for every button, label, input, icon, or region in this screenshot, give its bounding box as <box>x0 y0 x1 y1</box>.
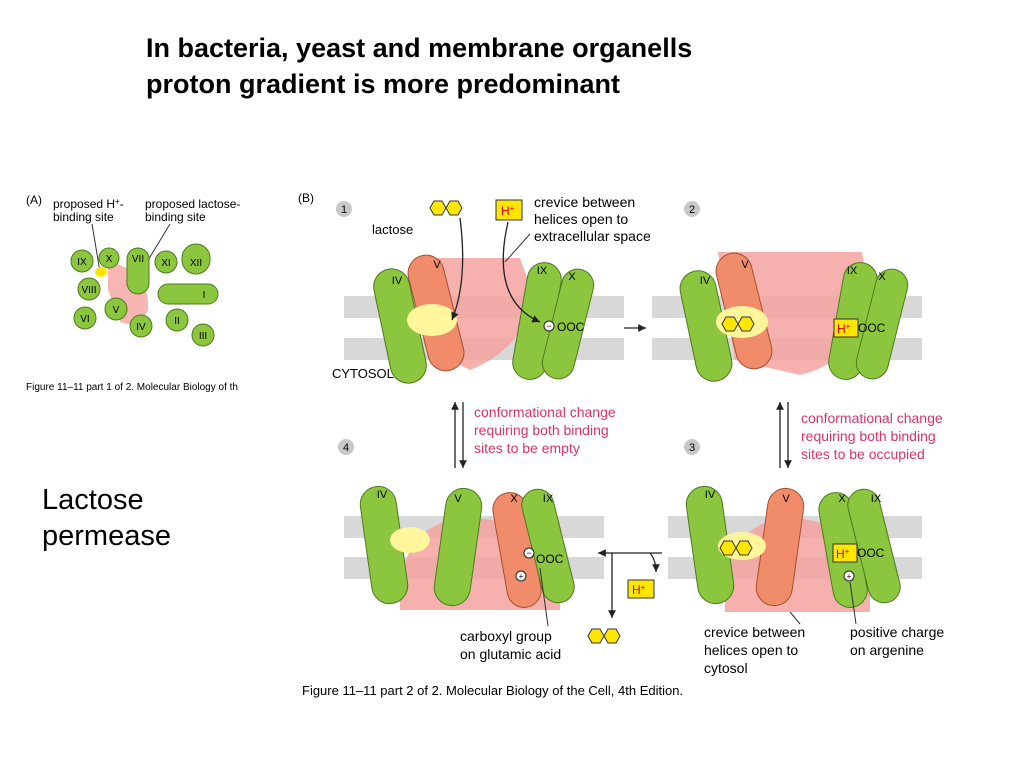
state-2: IV V IX X H+ OOC <box>679 252 909 382</box>
conf-occupied-3: sites to be occupied <box>801 446 925 462</box>
helix-iii: III <box>199 331 207 342</box>
helix-xii: XII <box>190 258 202 269</box>
proton-site-label-2: binding site <box>53 210 114 224</box>
panel-a: (A) proposed H+- binding site proposed l… <box>26 193 240 393</box>
state-4: IV V X IX − OOC + carboxyl group on glut… <box>359 485 621 662</box>
helix-x: X <box>106 254 113 265</box>
helix-vii: VII <box>132 254 144 265</box>
panel-b: (B) IV V IX X − OOC <box>298 191 944 698</box>
s4-helix-v: V <box>454 493 462 505</box>
s1-proton: H+ <box>501 204 515 219</box>
slide-title: In bacteria, yeast and membrane organell… <box>146 30 906 102</box>
s2-proton: H+ <box>837 322 851 337</box>
panel-b-caption: Figure 11–11 part 2 of 2. Molecular Biol… <box>302 683 683 698</box>
cytosol-label: CYTOSOL <box>332 366 394 381</box>
lactose-label: lactose <box>372 222 413 237</box>
lactose-site-label-2: binding site <box>145 210 206 224</box>
step-3-badge: 3 <box>689 442 695 454</box>
s1-minus: − <box>546 321 551 331</box>
side-label-line-1: Lactose <box>42 484 144 516</box>
s1-helix-ix: IX <box>537 265 548 277</box>
helix-i: I <box>203 290 206 301</box>
helix-ii: II <box>174 316 180 327</box>
s2-helix-ix: IX <box>847 265 858 277</box>
conf-occupied-1: conformational change <box>801 410 943 426</box>
state-3: IV V X IX H+ OOC + crevice between helic… <box>685 485 944 676</box>
lactose-site-label-1: proposed lactose- <box>145 197 240 211</box>
s1-carboxyl: OOC <box>557 320 585 334</box>
s4-minus: − <box>526 548 531 558</box>
conf-empty-2: requiring both binding <box>474 422 609 438</box>
positive-note-2: on argenine <box>850 642 924 658</box>
conformational-empty-note: conformational change requiring both bin… <box>474 404 616 456</box>
helix-cross-sections: IX X VII XI XII VIII I V VI IV II III <box>70 243 219 347</box>
crevice-cyto-3: cytosol <box>704 660 748 676</box>
s3-helix-iv: IV <box>705 489 716 501</box>
crevice-extra-3: extracellular space <box>534 228 651 244</box>
helix-viii: VIII <box>81 285 96 296</box>
s4-helix-ix: IX <box>543 493 554 505</box>
s1-helix-v: V <box>433 259 441 271</box>
conf-empty-1: conformational change <box>474 404 616 420</box>
s3-proton: H+ <box>836 547 850 562</box>
s2-helix-x: X <box>878 271 886 283</box>
s3-helix-v: V <box>782 493 790 505</box>
released-proton: H+ <box>632 583 646 598</box>
s2-helix-v: V <box>741 259 749 271</box>
step-1-badge: 1 <box>341 204 347 216</box>
helix-vi: VI <box>80 314 89 325</box>
step-2-badge: 2 <box>689 204 695 216</box>
s4-carboxyl: OOC <box>536 552 564 566</box>
state-1: IV V IX X − OOC lactose H+ crevice betwe… <box>332 194 651 384</box>
panel-b-label: (B) <box>298 191 314 205</box>
positive-note-1: positive charge <box>850 624 944 640</box>
helix-iv: IV <box>136 322 146 333</box>
s4-helix-iv: IV <box>377 489 388 501</box>
side-label: Lactose permease <box>42 482 171 554</box>
helix-v: V <box>113 305 120 316</box>
s4-plus: + <box>519 572 524 581</box>
conf-empty-3: sites to be empty <box>474 440 580 456</box>
title-line-2: proton gradient is more predominant <box>146 69 621 99</box>
helix-ix: IX <box>77 257 87 268</box>
s2-helix-iv: IV <box>700 275 711 287</box>
s1-helix-iv: IV <box>392 275 403 287</box>
carboxyl-note-2: on glutamic acid <box>460 646 561 662</box>
crevice-extra-2: helices open to <box>534 211 628 227</box>
side-label-line-2: permease <box>42 520 171 552</box>
s2-carboxyl: OOC <box>858 321 886 335</box>
conf-occupied-2: requiring both binding <box>801 428 936 444</box>
s3-helix-ix: IX <box>871 493 882 505</box>
s3-plus: + <box>847 572 852 581</box>
proton-site-label-1: proposed H+- <box>53 197 124 212</box>
s3-carboxyl: OOC <box>857 546 885 560</box>
crevice-cyto-1: crevice between <box>704 624 805 640</box>
step-4-badge: 4 <box>343 442 349 454</box>
panel-a-caption: Figure 11–11 part 1 of 2. Molecular Biol… <box>26 382 238 393</box>
carboxyl-note-1: carboxyl group <box>460 628 552 644</box>
panel-a-label: (A) <box>26 193 42 207</box>
s4-helix-x: X <box>510 493 518 505</box>
conformational-occupied-note: conformational change requiring both bin… <box>801 410 943 462</box>
s3-helix-x: X <box>838 493 846 505</box>
title-line-1: In bacteria, yeast and membrane organell… <box>146 33 693 63</box>
crevice-extra-1: crevice between <box>534 194 635 210</box>
helix-xi: XI <box>161 258 170 269</box>
s1-helix-x: X <box>568 271 576 283</box>
step-badges: 1 2 3 4 <box>336 201 700 455</box>
crevice-cyto-2: helices open to <box>704 642 798 658</box>
